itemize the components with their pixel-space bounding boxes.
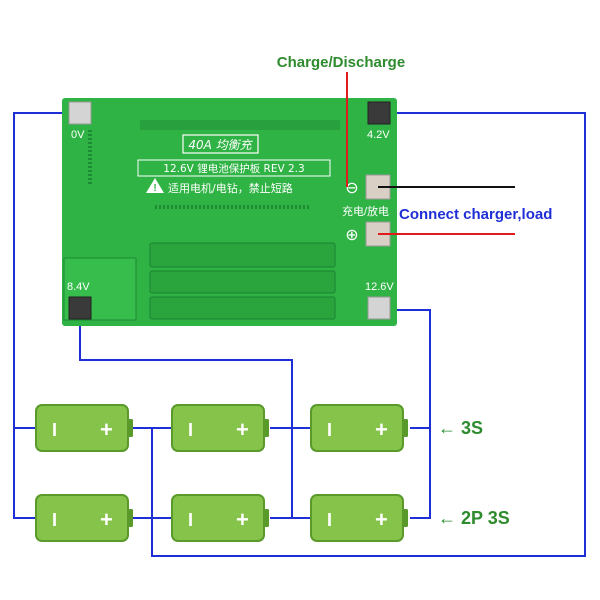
- battery-body: [310, 404, 404, 452]
- battery-terminal: [128, 509, 133, 527]
- pcb-warning: 适用电机/电钻，禁止短路: [168, 181, 293, 195]
- battery-minus-mark: I: [188, 510, 193, 530]
- wire-12-6v-row2: [410, 428, 431, 519]
- pcb-spec-box: [137, 159, 331, 177]
- battery-cell: I+: [171, 404, 269, 452]
- wire-0v-row2: [13, 428, 36, 519]
- charge-discharge-port-label: 充电/放电: [342, 204, 389, 218]
- battery-body: [171, 494, 265, 542]
- battery-array: I+I+I+I+I+I+: [35, 404, 408, 542]
- warning-icon-mark: !: [153, 183, 156, 194]
- battery-body: [310, 494, 404, 542]
- pad-12-6v: [367, 296, 391, 320]
- wire-4-2v-row2: [151, 428, 172, 519]
- row-3s-label: ← 3S: [438, 418, 483, 438]
- battery-minus-mark: I: [327, 510, 332, 530]
- pad-12-6v-label: 12.6V: [365, 281, 394, 293]
- battery-body: [35, 404, 129, 452]
- battery-body: [171, 404, 265, 452]
- pad-4-2v: [367, 101, 391, 125]
- pcb-spec: 12.6V 锂电池保护板 REV 2.3: [163, 162, 304, 175]
- battery-cell: I+: [35, 494, 133, 542]
- pad-0v: [68, 101, 92, 125]
- battery-cell: I+: [171, 494, 269, 542]
- pad-4-2v-label: 4.2V: [367, 129, 390, 141]
- charge-discharge-label: Charge/Discharge: [277, 54, 405, 71]
- warning-icon: [146, 178, 164, 193]
- battery-minus-mark: I: [327, 420, 332, 440]
- battery-plus-mark: +: [100, 507, 113, 532]
- battery-minus-mark: I: [52, 420, 57, 440]
- battery-plus-mark: +: [236, 417, 249, 442]
- pcb-dots-top: [140, 120, 340, 130]
- battery-minus-mark: I: [188, 420, 193, 440]
- battery-terminal: [264, 419, 269, 437]
- minus-icon: ⊖: [345, 178, 358, 197]
- battery-terminal: [403, 509, 408, 527]
- plus-icon: ⊕: [345, 225, 358, 244]
- pcb-title-box: [182, 134, 259, 154]
- pcb-board: 40A 均衡充 12.6V 锂电池保护板 REV 2.3 ! 适用电机/电钻，禁…: [62, 98, 397, 326]
- wire-12-6v: [380, 309, 431, 429]
- battery-plus-mark: +: [100, 417, 113, 442]
- battery-cell: I+: [310, 404, 408, 452]
- pad-0v-label: 0V: [71, 129, 85, 141]
- connect-charger-load-label: Connect charger,load: [399, 206, 552, 223]
- wire-8-4v-row2: [291, 428, 311, 519]
- battery-plus-mark: +: [375, 507, 388, 532]
- battery-cell: I+: [310, 494, 408, 542]
- battery-terminal: [264, 509, 269, 527]
- blue-wires: [13, 112, 586, 557]
- battery-terminal: [403, 419, 408, 437]
- pad-8-4v: [68, 296, 92, 320]
- battery-terminal: [128, 419, 133, 437]
- pcb-title: 40A 均衡充: [188, 138, 253, 152]
- battery-plus-mark: +: [375, 417, 388, 442]
- battery-body: [35, 494, 129, 542]
- row-2p3s-label: ← 2P 3S: [438, 508, 510, 528]
- pcb-body: [62, 98, 397, 326]
- wire-0v: [13, 112, 80, 429]
- battery-plus-mark: +: [236, 507, 249, 532]
- pcb-mosfets: [149, 242, 336, 320]
- charge-wires: [346, 72, 515, 235]
- battery-minus-mark: I: [52, 510, 57, 530]
- battery-cell: I+: [35, 404, 133, 452]
- pad-8-4v-label: 8.4V: [67, 281, 90, 293]
